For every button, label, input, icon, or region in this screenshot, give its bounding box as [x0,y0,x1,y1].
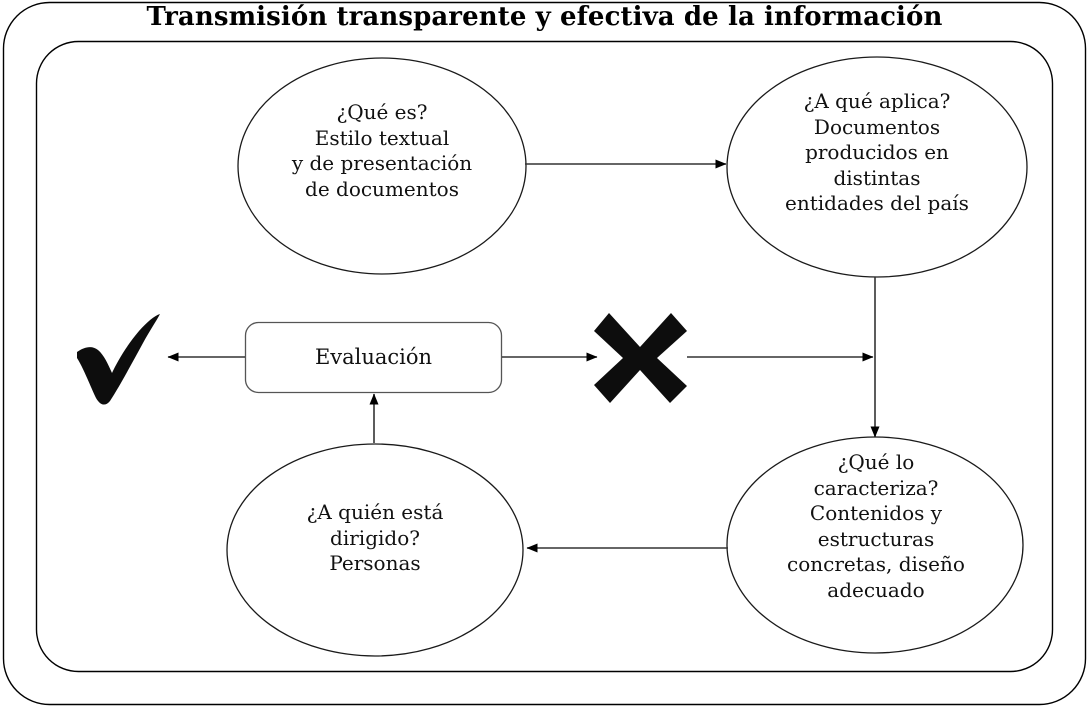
cross-mark-icon [594,313,687,403]
node-que-es[interactable] [237,57,527,275]
node-evaluacion[interactable] [244,321,503,394]
node-a-que-aplica[interactable] [726,56,1028,278]
node-a-quien-esta-dirigido[interactable] [226,443,524,657]
check-mark-icon [77,314,160,405]
node-que-lo-caracteriza[interactable] [726,436,1024,654]
inner-frame [35,40,1054,673]
page-title: Transmisión transparente y efectiva de l… [146,2,943,32]
